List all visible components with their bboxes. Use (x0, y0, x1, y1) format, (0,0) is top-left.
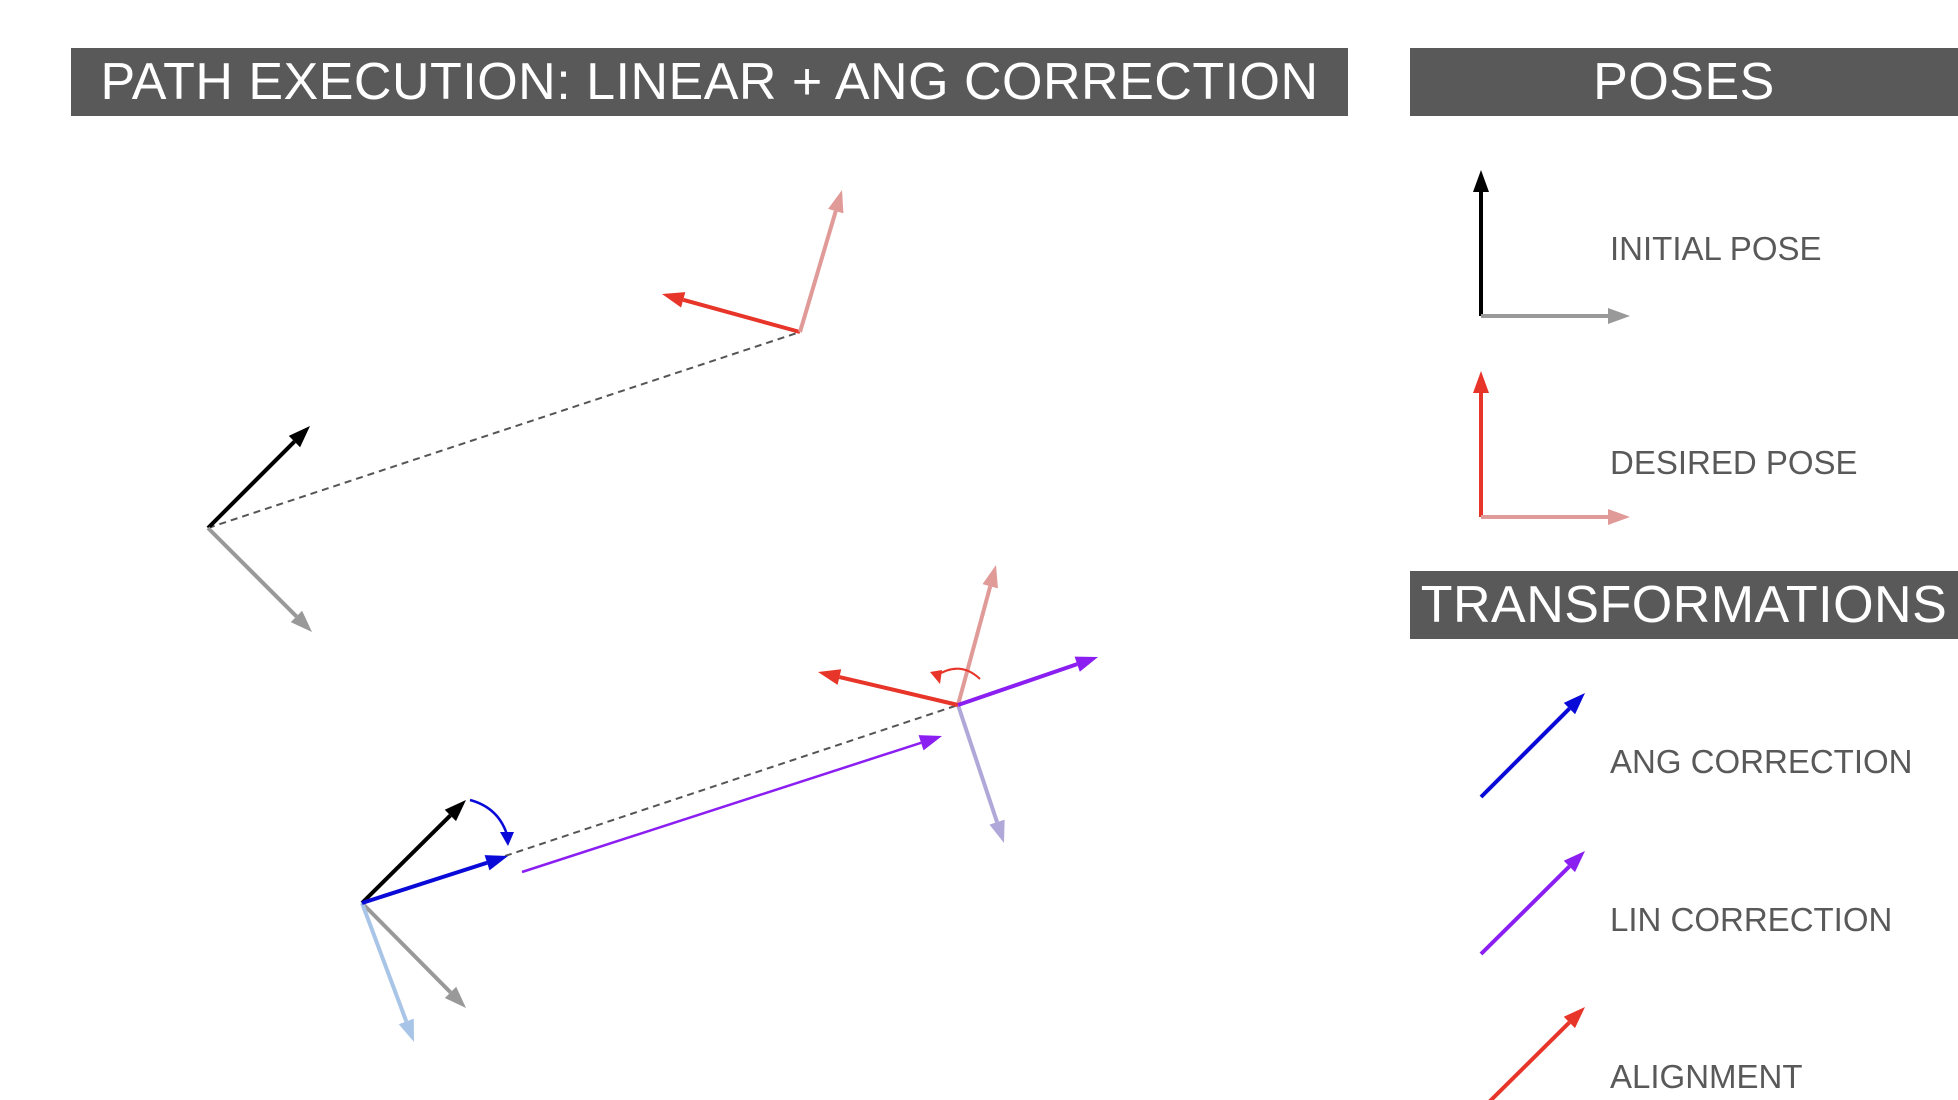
alignment-rotation-arc (935, 667, 981, 680)
legend-label-ang-correction: ANG CORRECTION (1610, 743, 1913, 780)
legend-lin-correction-icon (1479, 851, 1585, 956)
diagram-title: PATH EXECUTION: LINEAR + ANG CORRECTION (71, 48, 1348, 116)
arrow-shaft (1479, 707, 1571, 799)
arrow-shaft (956, 704, 999, 823)
top-desired-lateral-arrow (798, 190, 844, 333)
legend-initial-lateral-arrow (1481, 308, 1630, 324)
bottom-path-dashed-line (504, 704, 959, 857)
legend-alignment-icon (1488, 1007, 1585, 1100)
arrow-shaft (1479, 865, 1571, 956)
arrow-head (288, 426, 310, 448)
arrow-head (444, 800, 466, 822)
arrow-shaft (360, 902, 409, 1023)
top-initial-lateral-arrow (206, 526, 312, 632)
legend-label-alignment: ALIGNMENT (1610, 1058, 1803, 1095)
arrow-head (398, 1018, 414, 1042)
arrow-shaft (360, 901, 452, 994)
arrow-head (1563, 851, 1585, 873)
legend-label-desired-pose: DESIRED POSE (1610, 444, 1858, 481)
arrow-shaft (682, 297, 801, 334)
bottom-lin-correction-translation (521, 735, 942, 874)
bottom-desired-heading-arrow (818, 669, 959, 707)
alignment-rotation-arrowhead (930, 670, 942, 684)
legend-desired-heading-arrow (1473, 371, 1489, 517)
arrow-head (1074, 656, 1098, 672)
arrow-shaft (521, 741, 922, 874)
arrow-head (1473, 170, 1489, 192)
legend-desired-pose-icon (1473, 371, 1630, 525)
legend-ang-correction-icon (1479, 693, 1585, 799)
arrow-head (918, 735, 942, 751)
bottom-desired-lateral-arrow (956, 565, 998, 706)
bottom-desired-pose (818, 565, 1098, 843)
legend-desired-lateral-arrow (1481, 509, 1630, 525)
arrow-shaft (798, 210, 838, 333)
bottom-scene (360, 565, 1098, 1042)
bottom-initial-pose (360, 798, 514, 1042)
bottom-ang-correction-arrow (361, 855, 508, 905)
legend-initial-heading-arrow (1473, 170, 1489, 316)
poses-header: POSES (1410, 48, 1958, 116)
bottom-lin-correction-heading-arrow (957, 656, 1098, 707)
legend-label-lin-correction: LIN CORRECTION (1610, 901, 1893, 938)
arrow-head (290, 610, 312, 632)
bottom-initial-heading-arrow (360, 800, 466, 905)
top-desired-pose (662, 190, 844, 334)
legend-label-initial-pose: INITIAL POSE (1610, 230, 1822, 267)
arrow-shaft (206, 440, 296, 530)
arrow-shaft (956, 585, 993, 706)
arrow-head (989, 819, 1005, 843)
ang-correction-rotation-arrowhead (500, 832, 514, 846)
lin-correction-translation-arrow (521, 735, 942, 874)
arrow-head (1473, 371, 1489, 393)
arrow-head (818, 669, 842, 685)
top-initial-heading-arrow (206, 426, 310, 530)
arrow-shaft (1488, 1021, 1571, 1100)
top-desired-heading-arrow (662, 292, 801, 334)
arrow-shaft (838, 675, 959, 707)
arrow-head (1608, 509, 1630, 525)
top-path-dashed-line (207, 331, 801, 529)
bottom-final-lateral-arrow (956, 704, 1005, 843)
arrow-head (1608, 308, 1630, 324)
arrow-head (444, 986, 466, 1008)
arrow-shaft (360, 814, 452, 905)
arrow-shaft (361, 860, 488, 905)
arrow-head (1563, 693, 1585, 715)
arrow-head (982, 565, 998, 589)
arrow-head (484, 855, 508, 871)
legend-initial-pose-icon (1473, 170, 1630, 324)
transformations-header: TRANSFORMATIONS (1410, 571, 1958, 639)
top-initial-pose (206, 426, 312, 632)
arrow-shaft (206, 526, 298, 618)
bottom-corrected-lateral-arrow (360, 902, 414, 1042)
arrow-head (662, 292, 686, 308)
arrow-shaft (957, 662, 1078, 707)
bottom-initial-lateral-arrow (360, 901, 466, 1008)
arrow-head (828, 190, 844, 214)
top-scene (206, 190, 844, 632)
arrow-head (1563, 1007, 1585, 1029)
